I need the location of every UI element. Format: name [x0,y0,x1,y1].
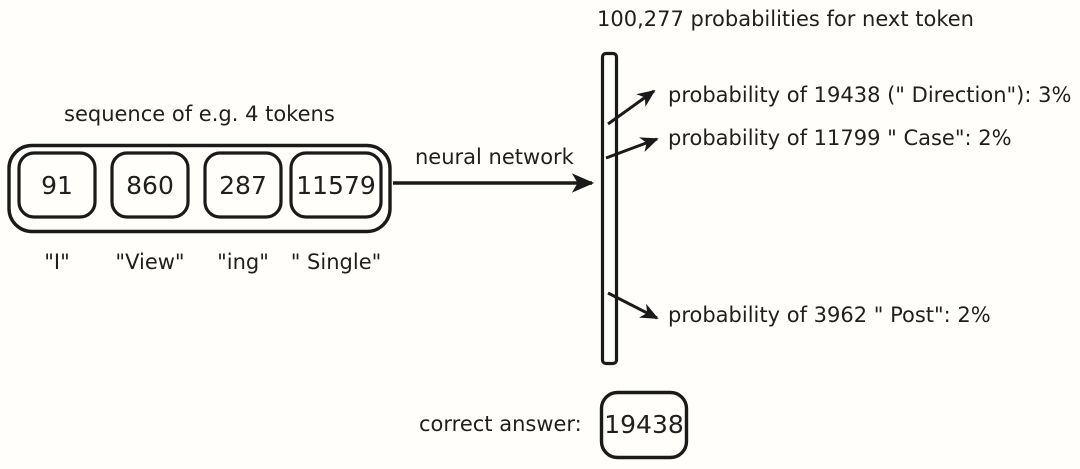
token-text-0: "I" [44,250,70,274]
prediction-label-0: probability of 19438 (" Direction"): 3% [668,83,1072,107]
callout-arrow-1-icon [605,137,659,160]
token-id-0: 91 [41,170,73,200]
token-text-1: "View" [115,250,185,274]
correct-answer-label: correct answer: [419,412,582,436]
sequence-caption: sequence of e.g. 4 tokens [64,102,335,126]
correct-answer-value: 19438 [604,410,684,439]
prediction-label-2: probability of 3962 " Post": 2% [668,303,991,327]
probability-bar [600,51,619,366]
callout-arrow-0-icon [607,89,656,126]
token-id-2: 287 [219,170,267,200]
callout-arrow-2-icon [607,291,659,320]
token-text-3: " Single" [290,250,382,274]
prediction-label-1: probability of 11799 " Case": 2% [668,126,1012,150]
token-id-3: 11579 [296,170,376,200]
token-text-2: "ing" [217,250,269,274]
neural-network-label: neural network [415,145,574,169]
probabilities-title: 100,277 probabilities for next token [597,7,974,31]
token-id-1: 860 [126,170,174,200]
